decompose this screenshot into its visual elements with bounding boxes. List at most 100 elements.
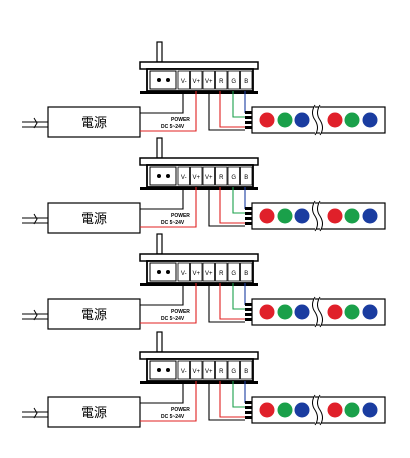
indicator-dot	[157, 368, 161, 372]
controller-top-lip	[139, 253, 259, 262]
power-label: POWER	[171, 117, 190, 123]
terminal-label: V-	[181, 79, 187, 85]
terminal-slot	[202, 360, 215, 380]
terminal-label: R	[219, 175, 224, 181]
terminal-label: R	[219, 271, 224, 277]
terminal-slot	[240, 166, 253, 186]
terminal-label: R	[219, 79, 224, 85]
strip-pin	[245, 212, 252, 215]
wire-strip-v	[208, 381, 245, 421]
strip-pin	[245, 308, 252, 311]
terminal-label: B	[244, 79, 248, 85]
terminal-label: V+	[192, 369, 200, 375]
led-dot	[294, 112, 310, 128]
strip-pin	[245, 121, 252, 124]
terminal-slot	[190, 262, 203, 282]
controller-base	[140, 381, 258, 384]
wire-positive	[140, 91, 197, 132]
led-dot	[344, 402, 360, 418]
terminal-label: B	[244, 271, 248, 277]
controller-base	[140, 283, 258, 286]
terminal-slot	[202, 166, 215, 186]
wire-green	[232, 381, 245, 408]
led-dot	[362, 112, 378, 128]
power-supply-box	[47, 298, 141, 330]
strip-pin	[245, 116, 252, 119]
strip-pin	[245, 411, 252, 414]
terminal-slot	[177, 70, 190, 90]
controller-top-lip	[139, 157, 259, 166]
wire-negative	[140, 283, 184, 306]
power-spec-label: DC 5~24V	[161, 124, 185, 130]
wire-strip-v	[208, 91, 245, 131]
power-supply-label: 電源	[81, 406, 107, 421]
power-supply-label: 電源	[81, 116, 107, 131]
cord-break-mark	[33, 309, 38, 321]
wire-negative	[140, 187, 184, 210]
led-dot	[259, 402, 275, 418]
terminal-label: B	[244, 175, 248, 181]
indicator-block	[149, 262, 177, 282]
power-supply-box	[47, 106, 141, 138]
terminal-slot	[240, 262, 253, 282]
power-label: POWER	[171, 407, 190, 413]
terminal-slot	[240, 70, 253, 90]
terminal-label: V-	[181, 175, 187, 181]
strip-pin	[245, 111, 252, 114]
led-dot	[344, 112, 360, 128]
terminal-label: B	[244, 369, 248, 375]
antenna	[156, 137, 163, 159]
led-dot	[277, 208, 293, 224]
controller-base	[140, 187, 258, 190]
terminal-slot	[202, 262, 215, 282]
terminal-label: G	[231, 175, 236, 181]
terminal-label: G	[231, 369, 236, 375]
indicator-dot	[157, 78, 161, 82]
power-supply-box	[47, 202, 141, 234]
terminal-slot	[227, 166, 240, 186]
led-dot	[277, 304, 293, 320]
strip-pin	[245, 318, 252, 321]
strip-pin	[245, 406, 252, 409]
indicator-dot	[166, 174, 170, 178]
indicator-dot	[157, 174, 161, 178]
power-spec-label: DC 5~24V	[161, 414, 185, 420]
antenna	[156, 233, 163, 255]
strip-pin	[245, 416, 252, 419]
led-dot	[362, 304, 378, 320]
wire-strip-v	[208, 283, 245, 323]
terminal-slot	[215, 70, 228, 90]
terminal-slot	[227, 360, 240, 380]
led-dot	[327, 304, 343, 320]
wire-red	[219, 381, 245, 418]
indicator-dot	[166, 270, 170, 274]
terminal-slot	[177, 262, 190, 282]
terminal-slot	[190, 360, 203, 380]
power-supply-label: 電源	[81, 308, 107, 323]
terminal-label: G	[231, 79, 236, 85]
wire-positive	[140, 187, 197, 228]
led-dot	[259, 208, 275, 224]
wire-positive	[140, 381, 197, 422]
terminal-label: V-	[181, 271, 187, 277]
terminal-slot	[240, 360, 253, 380]
led-dot	[294, 304, 310, 320]
terminal-slot	[227, 70, 240, 90]
led-dot	[344, 208, 360, 224]
cord-break-mark	[33, 117, 38, 129]
strip-pin	[245, 217, 252, 220]
terminal-slot	[215, 166, 228, 186]
wire-green	[232, 283, 245, 310]
wire-negative	[140, 91, 184, 114]
strip-break-mark	[312, 394, 323, 426]
terminal-label: V+	[192, 175, 200, 181]
power-label: POWER	[171, 213, 190, 219]
wire-red	[219, 91, 245, 128]
terminal-slot	[215, 262, 228, 282]
terminal-slot	[177, 360, 190, 380]
